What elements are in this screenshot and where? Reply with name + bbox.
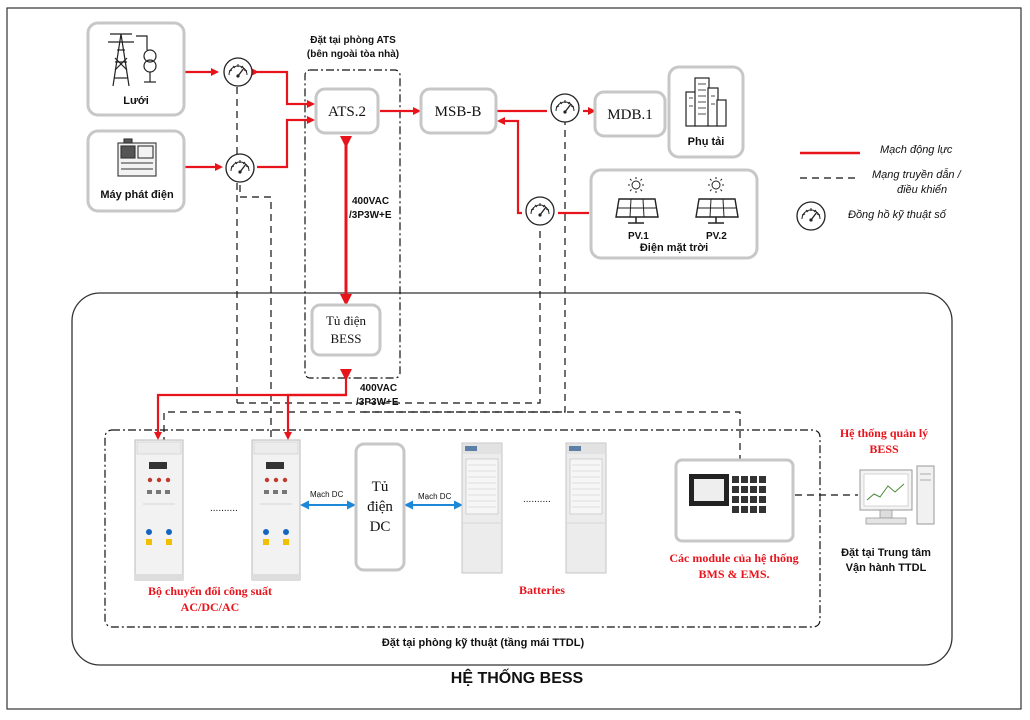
dc-cabinet-line1: Tủ	[372, 479, 389, 495]
management-title-line1: Hệ thống quản lý	[840, 426, 928, 440]
batteries-label: Batteries	[519, 583, 565, 597]
voltage-upper-line2: /3P3W+E	[349, 210, 392, 221]
legend-network-line1: Mạng truyền dẫn /	[872, 168, 962, 181]
meter-icon	[225, 153, 255, 183]
tech-room-frame	[71, 292, 953, 666]
generator-label: Máy phát điện	[100, 189, 174, 201]
system-title: HỆ THỐNG BESS	[451, 667, 584, 687]
meter-icon	[223, 57, 253, 87]
battery-rack	[565, 442, 607, 574]
pcs-label-line1: Bộ chuyển đổi công suất	[148, 584, 272, 598]
ats-room-label-line1: Đặt tại phòng ATS	[310, 35, 396, 46]
ellipsis-batteries: ..........	[523, 494, 551, 505]
ats-room-area	[304, 69, 401, 379]
ellipsis-pcs: ..........	[210, 503, 238, 514]
management-location-line2: Vận hành TTDL	[846, 562, 927, 574]
msb-label: MSB-B	[435, 104, 482, 120]
ats-label: ATS.2	[328, 104, 366, 120]
voltage-lower-line1: 400VAC	[360, 383, 397, 394]
mdb-panel: MDB.1	[593, 90, 667, 138]
load-label: Phụ tải	[688, 136, 725, 148]
pcs-cabinet	[134, 439, 184, 581]
equipment-area	[104, 429, 821, 628]
management-title-line2: BESS	[869, 442, 899, 456]
transmission-tower-icon	[108, 33, 157, 87]
dc-cabinet: Tủ điện DC	[354, 442, 406, 572]
load-box: Phụ tải	[667, 65, 745, 159]
generator-source: Máy phát điện	[86, 129, 186, 213]
buildings-icon	[685, 77, 727, 127]
pv2-label: PV.2	[706, 231, 727, 242]
power-lines	[154, 68, 596, 440]
dc-cabinet-line3: DC	[370, 519, 391, 535]
ats-panel: ATS.2	[314, 87, 380, 135]
battery-rack	[461, 442, 503, 574]
ats-room-label-line2: (bên ngoài tòa nhà)	[307, 49, 399, 60]
bess-cabinet-line1: Tủ điện	[326, 313, 367, 328]
pv1-label: PV.1	[628, 231, 649, 242]
bess-cabinet-line2: BESS	[330, 331, 361, 346]
bess-cabinet: Tủ điện BESS	[310, 303, 382, 357]
computer-icon	[859, 465, 935, 525]
legend-network-line2: điều khiển	[897, 184, 947, 196]
meter-icon	[525, 196, 555, 226]
tech-room-label: Đặt tại phòng kỹ thuật (tầng mái TTDL)	[382, 637, 585, 649]
bms-label-line2: BMS & EMS.	[698, 567, 769, 581]
generator-icon	[117, 138, 157, 177]
meter-icon	[550, 93, 580, 123]
msb-panel: MSB-B	[419, 87, 498, 135]
solar-label: Điện mặt trời	[640, 242, 708, 254]
dc-link-label-2: Mạch DC	[418, 492, 452, 501]
bms-label-line1: Các module của hệ thống	[669, 551, 798, 565]
management-location-line1: Đặt tại Trung tâm	[841, 547, 931, 559]
outer-frame	[6, 7, 1022, 710]
pcs-label-line2: AC/DC/AC	[181, 600, 240, 614]
legend-meter-icon	[796, 201, 826, 231]
mdb-label: MDB.1	[607, 107, 652, 123]
grid-label: Lưới	[123, 95, 149, 107]
dc-link-label-1: Mạch DC	[310, 490, 344, 499]
pcs-cabinet	[251, 439, 301, 581]
solar-box: PV.1 PV.2 Điện mặt trời	[589, 168, 759, 260]
dc-cabinet-line2: điện	[367, 499, 393, 515]
voltage-lower-line2: /3P3W+E	[356, 397, 399, 408]
network-lines	[163, 87, 858, 496]
bms-ems-module	[674, 458, 795, 543]
grid-source: Lưới	[86, 21, 186, 117]
legend-meter-label: Đồng hồ kỹ thuật số	[848, 209, 947, 221]
voltage-upper-line1: 400VAC	[352, 196, 389, 207]
legend: Mạch động lực Mạng truyền dẫn / điều khi…	[796, 144, 962, 231]
legend-power-label: Mạch động lực	[880, 144, 953, 156]
